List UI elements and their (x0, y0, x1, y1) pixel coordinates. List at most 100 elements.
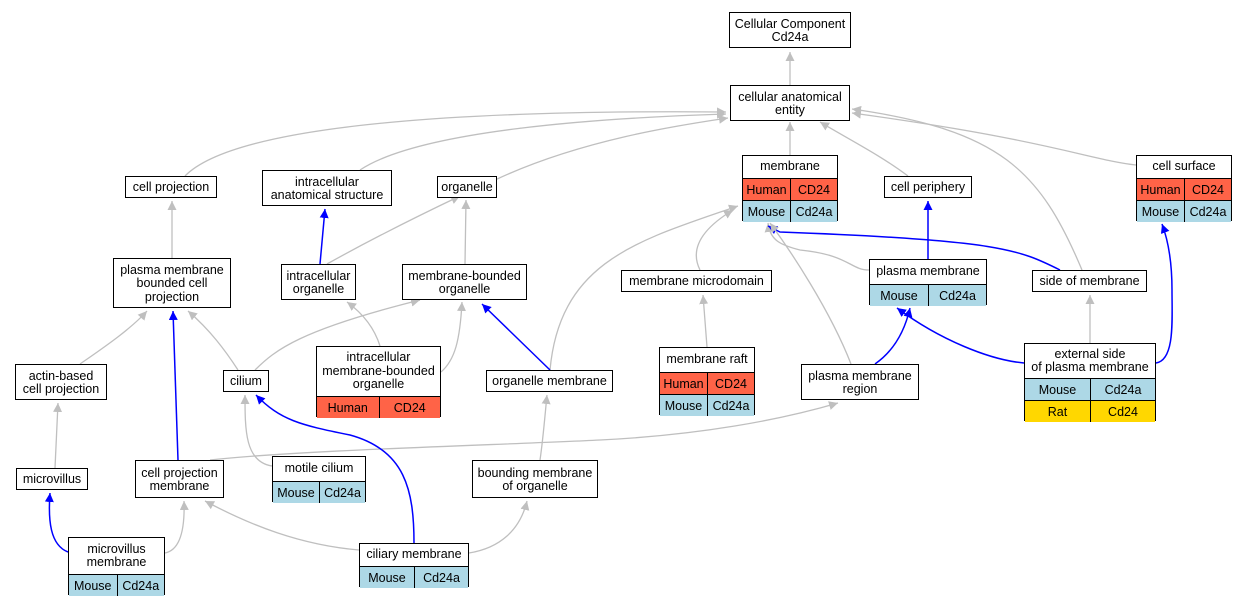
edge-ext-side-to-cell-surface (1155, 223, 1173, 364)
node-org-membrane[interactable]: organelle membrane (486, 370, 613, 392)
gene-cell: Cd24a (1090, 379, 1155, 400)
edge-ext-side-to-plasma-membrane (896, 307, 1025, 364)
species-cell: Mouse (743, 201, 790, 222)
edge-motile-cilium-to-cilium (240, 394, 273, 467)
edge-cell-projection-to-cae (184, 107, 727, 177)
gene-cell: Cd24a (1184, 201, 1231, 222)
node-label: organelle membrane (492, 374, 607, 389)
gene-cell: Cd24a (790, 201, 837, 222)
species-cell: Mouse (870, 285, 928, 306)
node-label: actin-based cell projection (22, 368, 100, 396)
node-label: Cellular Component Cd24a (734, 16, 846, 44)
species-cell: Human (660, 373, 707, 394)
edge-intra-org-to-ias (319, 208, 329, 265)
edge-pm-region-to-plasma-membrane (874, 307, 913, 365)
edge-imbo-to-intra-org (346, 301, 381, 347)
edge-actin-to-pmbcp (79, 310, 148, 365)
gene-cell: Cd24 (1090, 401, 1155, 422)
species-cell: Mouse (1025, 379, 1090, 400)
edge-ciliary-membrane-to-bmo (468, 500, 530, 554)
species-cell: Human (1137, 179, 1184, 200)
node-mem-microdomain[interactable]: membrane microdomain (621, 270, 772, 292)
node-label: cell surface (1152, 159, 1216, 174)
edge-imbo-to-mbo (440, 301, 467, 373)
node-label: external side of plasma membrane (1031, 346, 1149, 374)
node-label: plasma membrane (876, 264, 980, 279)
node-ias[interactable]: intracellular anatomical structure (262, 170, 392, 206)
node-label: ciliary membrane (366, 547, 462, 562)
node-cp-membrane[interactable]: cell projection membrane (135, 460, 224, 498)
node-side-membrane[interactable]: side of membrane (1032, 270, 1147, 292)
gene-cell: Cd24a (707, 395, 754, 416)
node-microvillus[interactable]: microvillus (16, 468, 88, 490)
node-actin[interactable]: actin-based cell projection (15, 364, 107, 400)
node-label: microvillus (22, 472, 82, 487)
node-label: organelle (441, 180, 493, 195)
node-label: intracellular membrane-bounded organelle (322, 350, 435, 392)
node-organelle[interactable]: organelle (437, 176, 497, 198)
node-label: intracellular organelle (286, 268, 351, 296)
edge-bmo-to-org-membrane (539, 394, 551, 461)
gene-cell: CD24 (378, 397, 440, 418)
edge-mv-membrane-to-cp-membrane (164, 500, 189, 554)
node-pmbcp[interactable]: plasma membrane bounded cell projection (113, 258, 231, 308)
edge-pm-region-to-membrane (769, 222, 852, 365)
node-cell-projection[interactable]: cell projection (125, 176, 217, 198)
species-cell: Mouse (660, 395, 707, 416)
edge-org-membrane-to-membrane (549, 204, 739, 371)
node-label: cell projection (132, 180, 210, 195)
edge-ias-to-cae (359, 109, 727, 171)
node-label: plasma membrane region (808, 368, 912, 396)
node-root[interactable]: Cellular Component Cd24a (729, 12, 851, 48)
node-label: membrane microdomain (629, 274, 764, 289)
species-cell: Mouse (1137, 201, 1184, 222)
node-label: membrane (760, 159, 820, 174)
node-label: cilium (230, 374, 262, 389)
node-mbo[interactable]: membrane-bounded organelle (402, 264, 527, 300)
node-label: motile cilium (284, 461, 354, 476)
node-label: microvillus membrane (86, 541, 147, 569)
species-cell: Mouse (69, 575, 117, 596)
species-cell: Mouse (273, 482, 319, 503)
gene-cell: Cd24a (928, 285, 986, 306)
edge-side-membrane-to-cae (851, 105, 1083, 271)
edge-cell-periphery-to-cae (819, 121, 909, 177)
node-label: intracellular anatomical structure (270, 174, 384, 202)
edge-intra-org-to-organelle (326, 195, 461, 265)
node-intra-org[interactable]: intracellular organelle (281, 264, 356, 300)
node-label: cellular anatomical entity (738, 89, 842, 117)
node-label: membrane-bounded organelle (408, 268, 521, 296)
node-cell-periphery[interactable]: cell periphery (884, 176, 972, 198)
node-cae[interactable]: cellular anatomical entity (730, 85, 850, 121)
gene-cell: CD24 (790, 179, 837, 200)
gene-cell: Cd24a (414, 567, 468, 588)
node-label: cell projection membrane (141, 465, 218, 493)
node-cilium[interactable]: cilium (223, 370, 269, 392)
edge-microvillus-to-actin (53, 402, 63, 469)
edge-org-membrane-to-mbo (481, 303, 551, 371)
node-bmo[interactable]: bounding membrane of organelle (472, 460, 598, 498)
node-imbo[interactable]: intracellular membrane-bounded organelle… (316, 346, 441, 418)
edge-ciliary-membrane-to-cp-membrane (204, 500, 360, 551)
edge-cilium-to-pmbcp (187, 310, 239, 371)
edge-cilium-to-mbo (254, 297, 421, 371)
gene-cell: Cd24a (116, 575, 164, 596)
node-pm-region[interactable]: plasma membrane region (801, 364, 919, 400)
edge-mem-microdomain-to-membrane (695, 209, 734, 271)
species-cell: Rat (1025, 401, 1090, 422)
edge-mv-membrane-to-microvillus (44, 492, 69, 553)
